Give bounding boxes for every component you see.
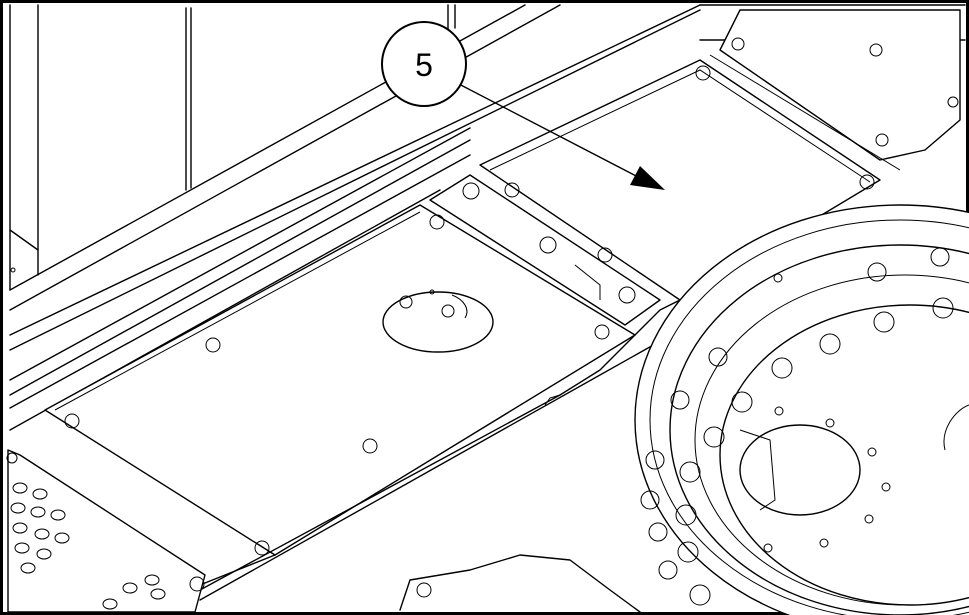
slewing-ring xyxy=(634,204,969,615)
lower-frame xyxy=(199,289,701,613)
arrowhead xyxy=(630,166,665,190)
leader-line xyxy=(454,81,641,179)
access-plate xyxy=(44,204,636,556)
callout-number: 5 xyxy=(415,47,433,83)
housing-wall xyxy=(9,4,456,291)
callout-circle xyxy=(381,21,467,107)
callout-5: 5 xyxy=(381,21,665,190)
perforated-plate xyxy=(6,449,206,613)
bolt-channel xyxy=(429,174,661,326)
top-right-cover-plate xyxy=(709,9,961,171)
